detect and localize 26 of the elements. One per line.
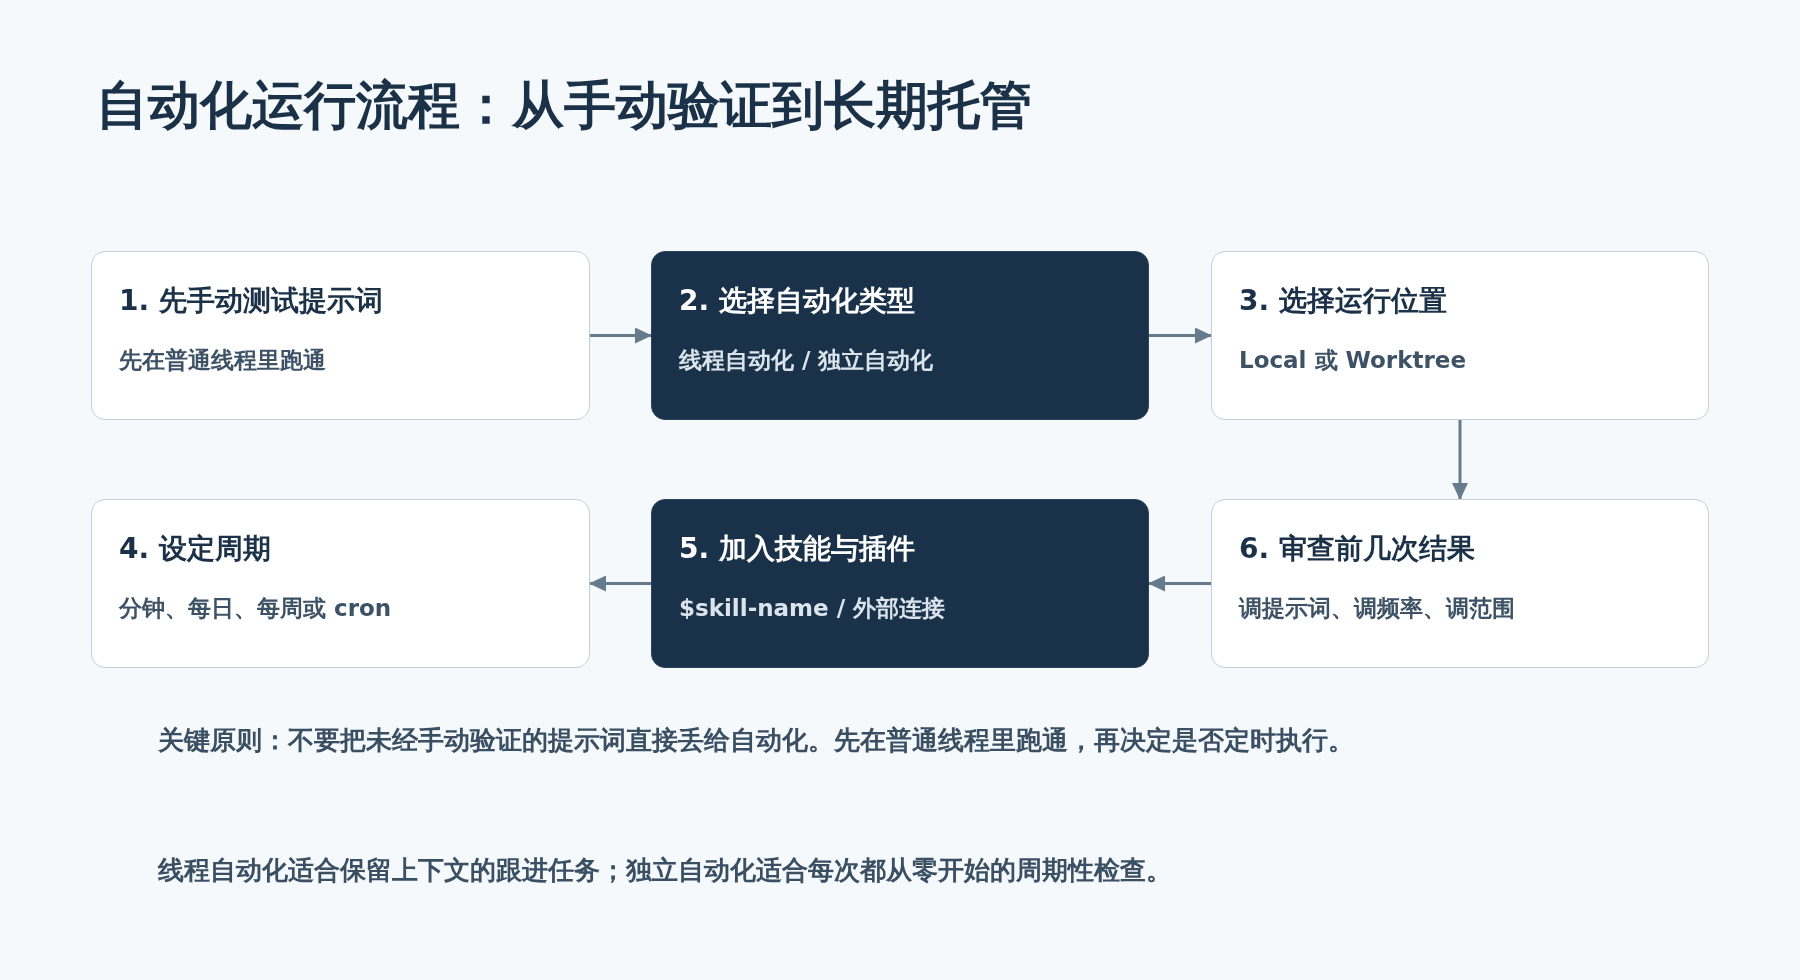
step-title: 6. 审查前几次结果 bbox=[1239, 531, 1475, 567]
process-box bbox=[1211, 251, 1709, 420]
arrow bbox=[590, 327, 652, 344]
step-description: 分钟、每日、每周或 cron bbox=[119, 594, 392, 623]
arrow bbox=[1452, 420, 1468, 500]
arrow bbox=[589, 575, 651, 592]
process-box bbox=[91, 499, 590, 668]
arrow bbox=[1149, 327, 1212, 344]
note: 线程自动化适合保留上下文的跟进任务；独立自动化适合每次都从零开始的周期性检查。 bbox=[158, 854, 1172, 887]
process-box bbox=[91, 251, 590, 420]
step-title: 4. 设定周期 bbox=[119, 531, 271, 567]
step-title: 5. 加入技能与插件 bbox=[679, 531, 915, 567]
process-box bbox=[1211, 499, 1709, 668]
process-box bbox=[651, 499, 1149, 668]
step-description: 调提示词、调频率、调范围 bbox=[1239, 594, 1515, 623]
step-description: 线程自动化 / 独立自动化 bbox=[679, 346, 934, 375]
title: 自动化运行流程：从手动验证到长期托管 bbox=[96, 74, 1032, 137]
process-box bbox=[651, 251, 1149, 420]
step-description: Local 或 Worktree bbox=[1239, 346, 1467, 375]
step-description: 先在普通线程里跑通 bbox=[119, 346, 326, 375]
step-title: 2. 选择自动化类型 bbox=[679, 283, 915, 319]
arrow bbox=[1148, 575, 1211, 592]
step-description: $skill-name / 外部连接 bbox=[679, 594, 946, 623]
step-title: 3. 选择运行位置 bbox=[1239, 283, 1447, 319]
step-title: 1. 先手动测试提示词 bbox=[119, 283, 383, 319]
note: 关键原则：不要把未经手动验证的提示词直接丢给自动化。先在普通线程里跑通，再决定是否定时执行。 bbox=[158, 724, 1354, 757]
